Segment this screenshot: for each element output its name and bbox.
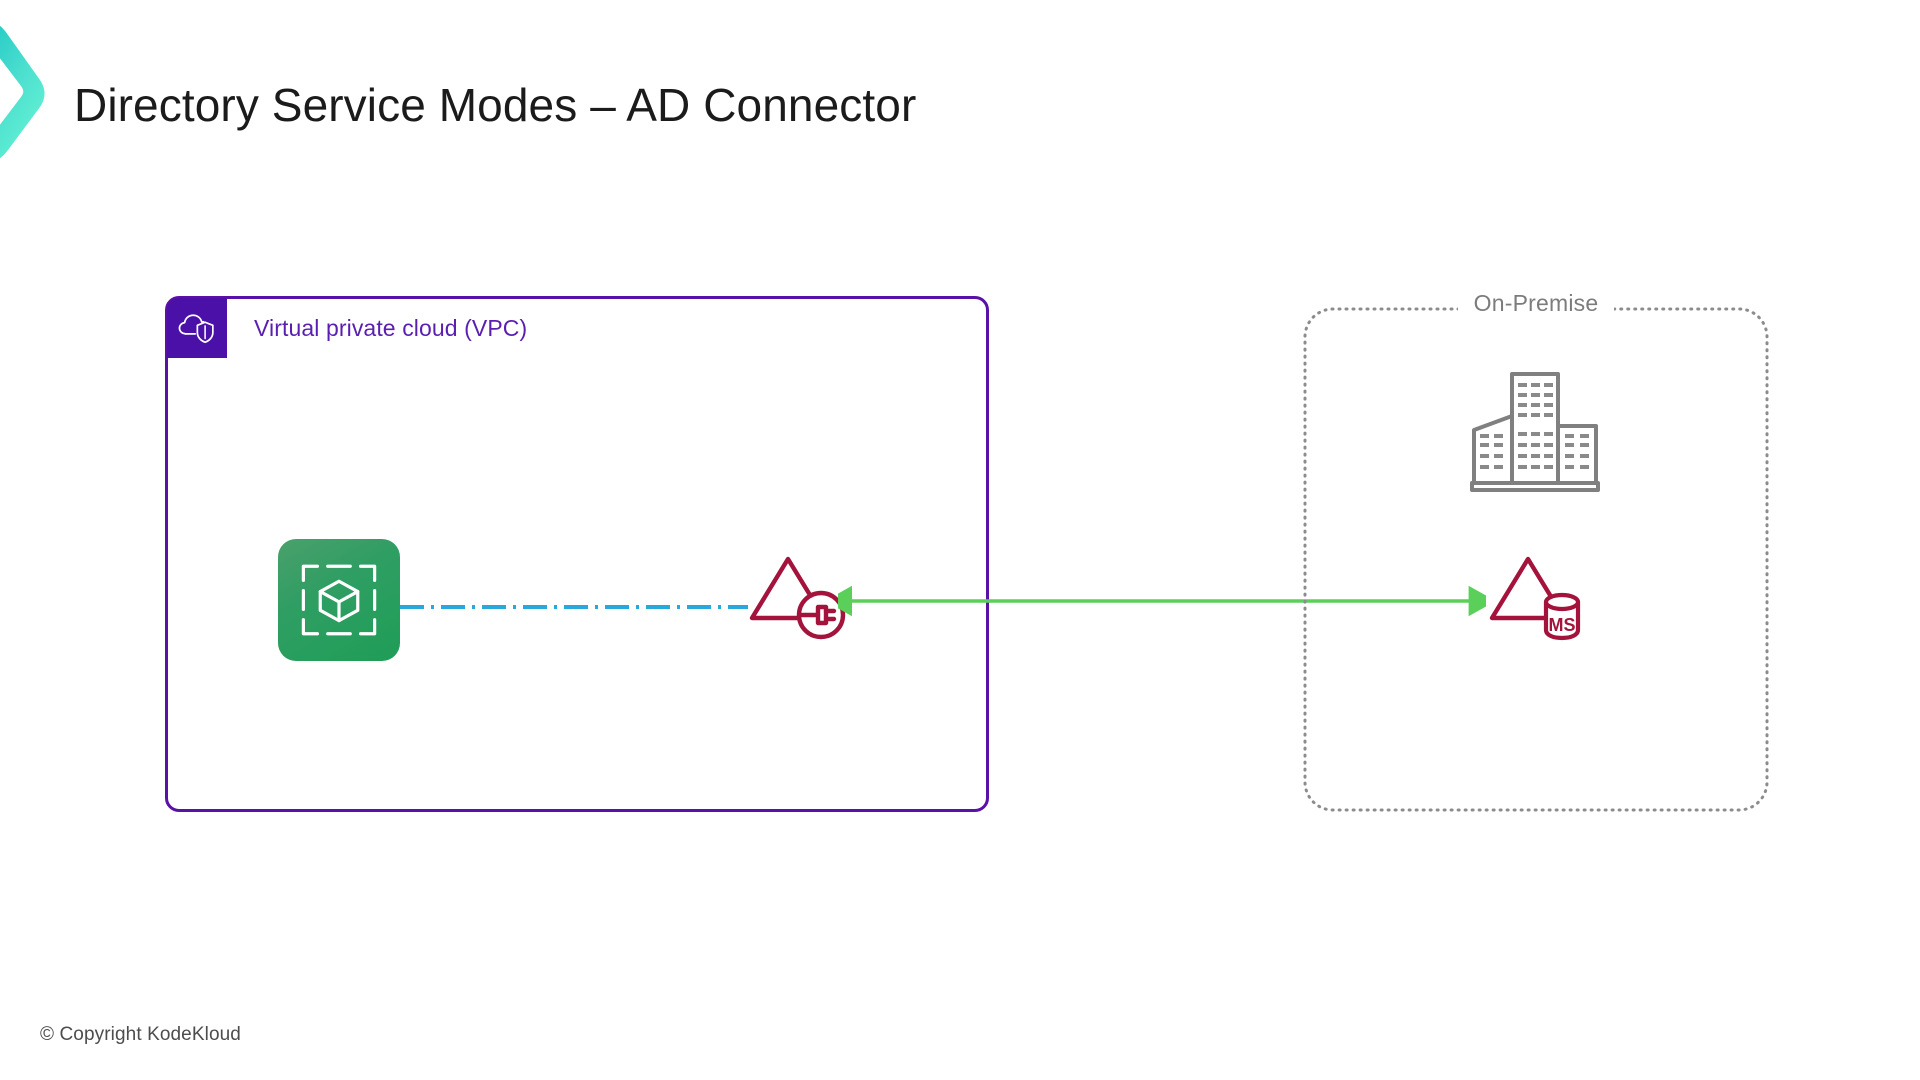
onpremise-label: On-Premise — [1303, 290, 1769, 317]
onpremise-container: On-Premise — [1303, 290, 1769, 812]
page-title: Directory Service Modes – AD Connector — [74, 79, 917, 131]
cloud-shield-icon — [167, 298, 227, 358]
aws-directory-service-icon — [278, 539, 400, 661]
office-building-icon — [1470, 368, 1600, 493]
brand-swoosh — [0, 8, 68, 173]
microsoft-active-directory-icon: MS — [1486, 552, 1590, 644]
bidirectional-arrow — [824, 585, 1496, 617]
ad-connector-icon — [744, 552, 852, 644]
vpc-label: Virtual private cloud (VPC) — [254, 315, 528, 341]
ms-label: MS — [1549, 615, 1576, 635]
dash-dot-link — [400, 597, 748, 617]
footer-copyright: © Copyright KodeKloud — [40, 1024, 241, 1045]
